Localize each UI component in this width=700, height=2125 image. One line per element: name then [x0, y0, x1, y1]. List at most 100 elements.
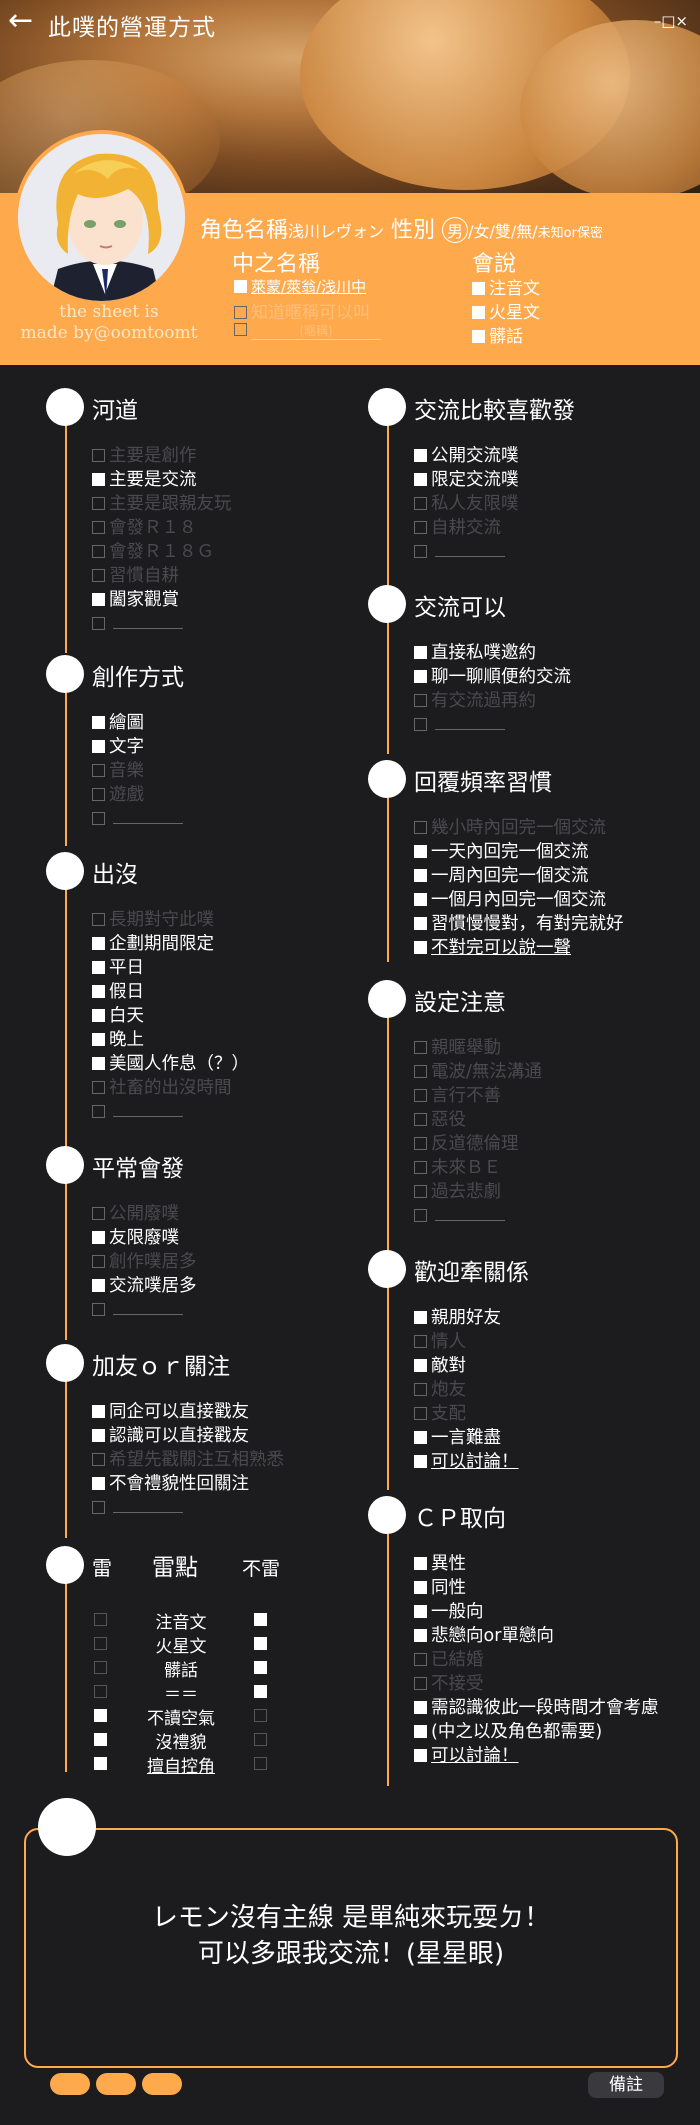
item-text: 企劃期間限定: [109, 934, 214, 954]
note-dot: [38, 1798, 96, 1856]
item-text: 不接受: [431, 1674, 484, 1694]
checklist-item: 情人: [414, 1330, 466, 1354]
mine-left-checkbox: [94, 1661, 107, 1674]
speech-text: 注音文: [489, 279, 540, 299]
checklist-item: 美國人作息（？）: [92, 1052, 249, 1076]
checkbox-icon: [92, 1477, 105, 1490]
character-name: 浅川レヴォン: [288, 222, 385, 241]
mine-left-checkbox: [94, 1709, 107, 1722]
blank-line: [113, 1301, 183, 1315]
checklist-item: 親暱舉動: [414, 1036, 501, 1060]
mine-right-checkbox: [254, 1613, 267, 1626]
note-line-1: レモン沒有主線 是單純來玩耍ㄉ！: [151, 1903, 551, 1933]
checklist-item: 闔家觀賞: [92, 588, 179, 612]
checkbox-icon: [414, 1605, 427, 1618]
blank-line: [435, 543, 505, 557]
remark-button[interactable]: 備註: [588, 2072, 664, 2098]
gender-options: /女/雙/無/: [468, 222, 538, 241]
mine-left-checkbox: [94, 1733, 107, 1746]
checklist-item: 不接受: [414, 1672, 484, 1696]
mine-right-checkbox: [254, 1709, 267, 1722]
checkbox-icon: [414, 1407, 427, 1420]
checkbox-icon: [414, 1185, 427, 1198]
item-text: 一天內回完一個交流: [431, 842, 589, 862]
page-pill-1[interactable]: [50, 2073, 90, 2095]
checklist-item: [92, 807, 183, 831]
item-text: 長期對守此噗: [109, 910, 214, 930]
checklist-item: 直接私噗邀約: [414, 641, 536, 665]
checkbox-icon: [92, 716, 105, 729]
item-text: 主要是交流: [109, 470, 197, 490]
checkbox-icon: [414, 845, 427, 858]
checklist-item: 社畜的出沒時間: [92, 1076, 232, 1100]
item-text: 過去悲劇: [431, 1182, 501, 1202]
checklist-item: 文字: [92, 735, 144, 759]
checkbox-icon: [92, 812, 105, 825]
checklist-item: 已結婚: [414, 1648, 484, 1672]
timeline-line: [65, 1168, 67, 1340]
checkbox-icon: [92, 1057, 105, 1070]
checkbox-icon: [414, 1677, 427, 1690]
checkbox-icon: [414, 1089, 427, 1102]
item-text: 會發Ｒ１８Ｇ: [109, 542, 214, 562]
checkbox-icon: [92, 961, 105, 974]
checkbox-icon: [234, 306, 247, 319]
checkbox-icon: [92, 617, 105, 630]
speech-title: 會說: [472, 252, 517, 277]
item-text: 悲戀向or單戀向: [431, 1626, 554, 1646]
checkbox-icon: [414, 1311, 427, 1324]
item-text: 一個月內回完一個交流: [431, 890, 606, 910]
checklist-item: 可以討論！: [414, 1744, 519, 1768]
checklist-item: 聊一聊順便約交流: [414, 665, 571, 689]
checkbox-icon: [414, 545, 427, 558]
checkbox-icon: [92, 1405, 105, 1418]
timeline-line: [387, 408, 389, 588]
page-pill-3[interactable]: [142, 2073, 182, 2095]
checkbox-icon: [414, 1431, 427, 1444]
checklist-item: 友限廢噗: [92, 1226, 179, 1250]
checklist-item: 親朋好友: [414, 1306, 501, 1330]
timeline-line: [65, 1566, 67, 1772]
item-text: 同企可以直接戳友: [109, 1402, 249, 1422]
chinese-name-title: 中之名稱: [232, 252, 321, 277]
section-title: 出沒: [92, 862, 138, 888]
checkbox-icon: [414, 1041, 427, 1054]
back-arrow-icon[interactable]: ←: [8, 3, 34, 38]
checklist-item: 一般向: [414, 1600, 484, 1624]
checkbox-icon: [92, 764, 105, 777]
checklist-item: 未來ＢＥ: [414, 1156, 501, 1180]
opt1-text: 萊蒙/萊翁/浅川中: [251, 278, 367, 296]
item-text: 一周內回完一個交流: [431, 866, 589, 886]
mine-label: 不讀空氣: [147, 1709, 215, 1729]
blank-line: [113, 810, 183, 824]
checklist-item: 有交流過再約: [414, 689, 536, 713]
checklist-item: 不對完可以說一聲: [414, 936, 571, 960]
checkbox-icon: [414, 1701, 427, 1714]
item-text: 惡役: [431, 1110, 466, 1130]
checkbox-icon: [234, 323, 247, 336]
character-name-row: 角色名稱浅川レヴォン 性別 男/女/雙/無/未知or保密: [200, 212, 603, 244]
page-pill-2[interactable]: [96, 2073, 136, 2095]
checklist-item: 會發Ｒ１８: [92, 516, 197, 540]
checkbox-icon: [414, 1137, 427, 1150]
checkbox-icon: [234, 280, 247, 293]
blank-line: [113, 1499, 183, 1513]
checkbox-icon: [92, 1105, 105, 1118]
credit-line-1: the sheet is: [59, 302, 159, 322]
mine-left-checkbox: [94, 1757, 107, 1770]
window-controls-icon[interactable]: –□×: [653, 12, 688, 30]
checkbox-icon: [92, 1501, 105, 1514]
mine-right-checkbox: [254, 1661, 267, 1674]
blank-line: [113, 615, 183, 629]
checklist-item: 平日: [92, 956, 144, 980]
item-text: 習慣自耕: [109, 566, 179, 586]
checklist-item: 企劃期間限定: [92, 932, 214, 956]
checkbox-icon: [92, 449, 105, 462]
avatar: [14, 130, 189, 305]
mine-left-checkbox: [94, 1613, 107, 1626]
checklist-item: 希望先戳關注互相熟悉: [92, 1448, 284, 1472]
checkbox-icon: [92, 985, 105, 998]
mines-title: 雷點: [152, 1555, 198, 1581]
item-text: 晚上: [109, 1030, 144, 1050]
